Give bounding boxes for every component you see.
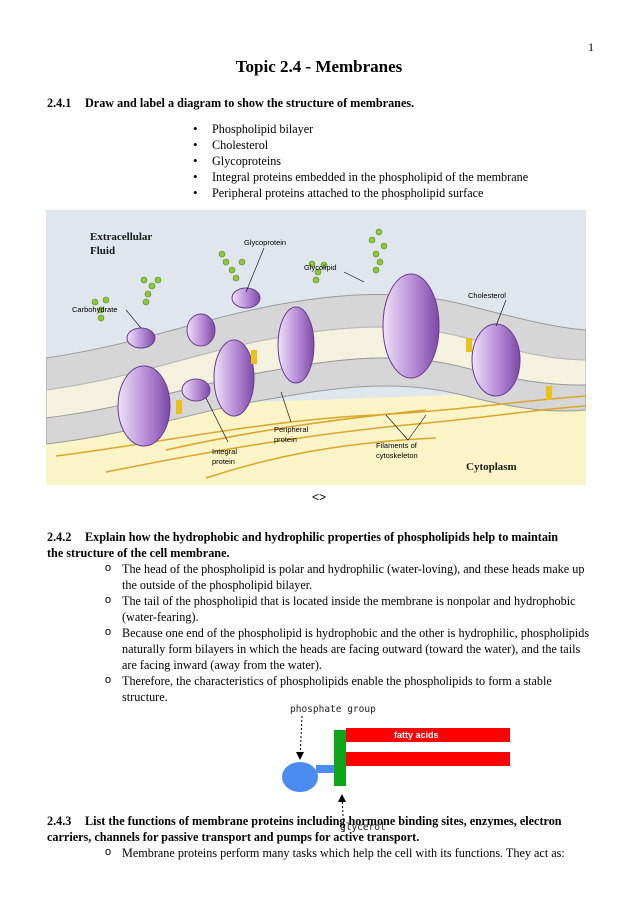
filaments-label-line2: cytoskeleton bbox=[376, 451, 418, 460]
section-heading-line: the structure of the cell membrane. bbox=[47, 546, 230, 560]
phosphate-pointer bbox=[299, 715, 303, 759]
page-number: 1 bbox=[588, 40, 594, 54]
section-heading-text: Draw and label a diagram to show the str… bbox=[85, 96, 415, 110]
glycerol-label: glycerol bbox=[340, 822, 386, 833]
phosphate-group-label: phosphate group bbox=[290, 704, 376, 715]
glycolipid-label: Glycolipid bbox=[304, 263, 337, 272]
integral-protein-label-line2: protein bbox=[212, 457, 235, 466]
integral-proteins bbox=[117, 273, 521, 447]
section-heading-line: 2.4.3 List the functions of membrane prot… bbox=[47, 813, 599, 829]
phospholipid-explanation-list: The head of the phospholipid is polar an… bbox=[104, 560, 594, 705]
section-heading-text: Explain how the hydrophobic and hydrophi… bbox=[85, 530, 559, 544]
phosphate-arrowhead bbox=[296, 752, 304, 760]
section-heading-line: 2.4.2 Explain how the hydrophobic and hyd… bbox=[47, 529, 599, 545]
page-title: Topic 2.4 - Membranes bbox=[235, 57, 403, 76]
head-connector bbox=[316, 765, 334, 773]
section-heading-text: List the functions of membrane proteins … bbox=[85, 814, 562, 828]
cytoplasm-label: Cytoplasm bbox=[466, 461, 517, 473]
peripheral-protein-label-line2: protein bbox=[274, 435, 297, 444]
membrane-protein-list: Membrane proteins perform many tasks whi… bbox=[104, 844, 594, 861]
peripheral-protein-label-line1: Peripheral bbox=[274, 425, 309, 434]
section-number: 2.4.3 bbox=[47, 814, 72, 828]
section-number: 2.4.2 bbox=[47, 530, 72, 544]
extracellular-label-line2: Fluid bbox=[90, 245, 115, 257]
cholesterol-label: Cholesterol bbox=[468, 291, 506, 300]
section-2-4-2-heading: 2.4.2 Explain how the hydrophobic and hyd… bbox=[47, 529, 599, 561]
fatty-acid-tail-lower bbox=[346, 752, 510, 766]
glycerol-arrowhead bbox=[338, 794, 346, 802]
diagram-caption: <> bbox=[311, 490, 326, 504]
fatty-acid-tail-upper bbox=[346, 728, 510, 742]
structure-bullet-list: Phospholipid bilayer Cholesterol Glycopr… bbox=[189, 121, 528, 201]
section-2-4-3-heading: 2.4.3 List the functions of membrane prot… bbox=[47, 813, 599, 845]
carbohydrate-label: Carbohydrate bbox=[72, 305, 117, 314]
membrane-structure-diagram: Extracellular Fluid Glycoprotein Glycoli… bbox=[46, 210, 586, 485]
list-item: Glycoproteins bbox=[189, 153, 528, 169]
section-number: 2.4.1 bbox=[47, 96, 72, 110]
fatty-acids-label: fatty acids bbox=[394, 730, 439, 740]
section-heading-line: carriers, channels for passive transport… bbox=[47, 830, 420, 844]
cholesterol-molecules bbox=[176, 338, 552, 414]
list-item: Phospholipid bilayer bbox=[189, 121, 528, 137]
list-item: Because one end of the phospholipid is h… bbox=[104, 624, 594, 673]
glycerol-backbone bbox=[334, 730, 346, 786]
integral-protein-label-line1: Integral bbox=[212, 447, 237, 456]
list-item: Integral proteins embedded in the phosph… bbox=[189, 169, 528, 185]
filaments-label-line1: Filaments of bbox=[376, 441, 418, 450]
glycoprotein-label: Glycoprotein bbox=[244, 238, 286, 247]
label-leader-lines bbox=[125, 247, 507, 443]
carbohydrate-chains bbox=[91, 228, 388, 322]
inner-leaflet bbox=[46, 357, 586, 445]
extracellular-label-line1: Extracellular bbox=[90, 231, 152, 243]
list-item: The tail of the phospholipid that is loc… bbox=[104, 592, 594, 625]
phosphate-head bbox=[282, 762, 318, 792]
list-item: Cholesterol bbox=[189, 137, 528, 153]
section-2-4-1-heading: 2.4.1 Draw and label a diagram to show th… bbox=[47, 95, 599, 111]
list-item: Therefore, the characteristics of phosph… bbox=[104, 672, 594, 705]
phospholipid-diagram: phosphate group fatty acids bbox=[282, 704, 510, 833]
list-item: The head of the phospholipid is polar an… bbox=[104, 560, 594, 593]
list-item: Peripheral proteins attached to the phos… bbox=[189, 185, 528, 201]
glycerol-pointer bbox=[341, 797, 345, 833]
list-item: Membrane proteins perform many tasks whi… bbox=[104, 844, 594, 861]
peripheral-proteins bbox=[126, 287, 261, 402]
